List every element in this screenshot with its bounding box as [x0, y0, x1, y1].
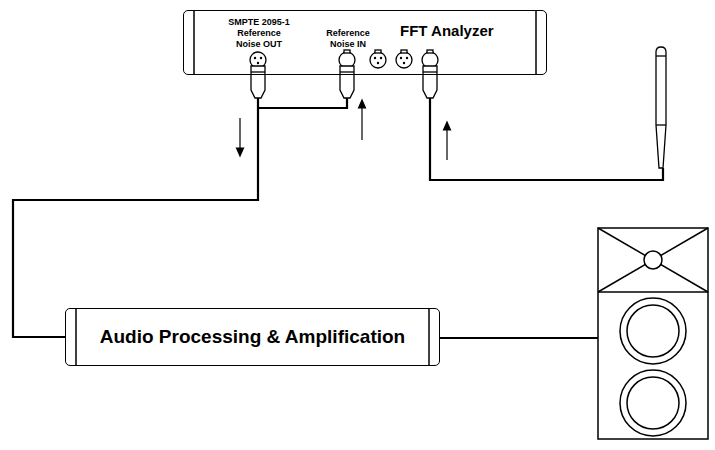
measurement-microphone [656, 47, 666, 168]
port-label: SMPTE 2095-1 Reference Noise OUT [226, 17, 292, 50]
port-label: Reference Noise IN [315, 28, 381, 50]
analyzer-unit: SMPTE 2095-1 Reference Noise OUT Referenc… [183, 10, 547, 75]
socket-tab [427, 50, 433, 53]
rack-end [535, 11, 537, 74]
unit-name: FFT Analyzer [400, 22, 530, 40]
socket-tab [375, 50, 381, 53]
xlr-socket [396, 52, 412, 68]
signal-arrow [239, 118, 240, 150]
socket-tab [401, 50, 407, 53]
speaker-cable [440, 337, 598, 339]
socket-tab [344, 50, 350, 53]
return-cable [258, 98, 347, 108]
unit-name: Audio Processing & Amplification [84, 326, 421, 348]
xlr-plug [251, 66, 265, 98]
rack-end [75, 309, 77, 365]
signal-arrow [446, 128, 447, 160]
rack-end [193, 11, 195, 74]
processing-unit: Audio Processing & Amplification [65, 308, 440, 366]
loudspeaker [598, 228, 708, 439]
signal-cable [13, 75, 258, 337]
rack-end [428, 309, 430, 365]
signal-arrow [361, 106, 362, 140]
xlr-plug [340, 66, 354, 98]
mic-cable [430, 98, 663, 180]
xlr-socket [370, 52, 386, 68]
xlr-plug [423, 66, 437, 98]
